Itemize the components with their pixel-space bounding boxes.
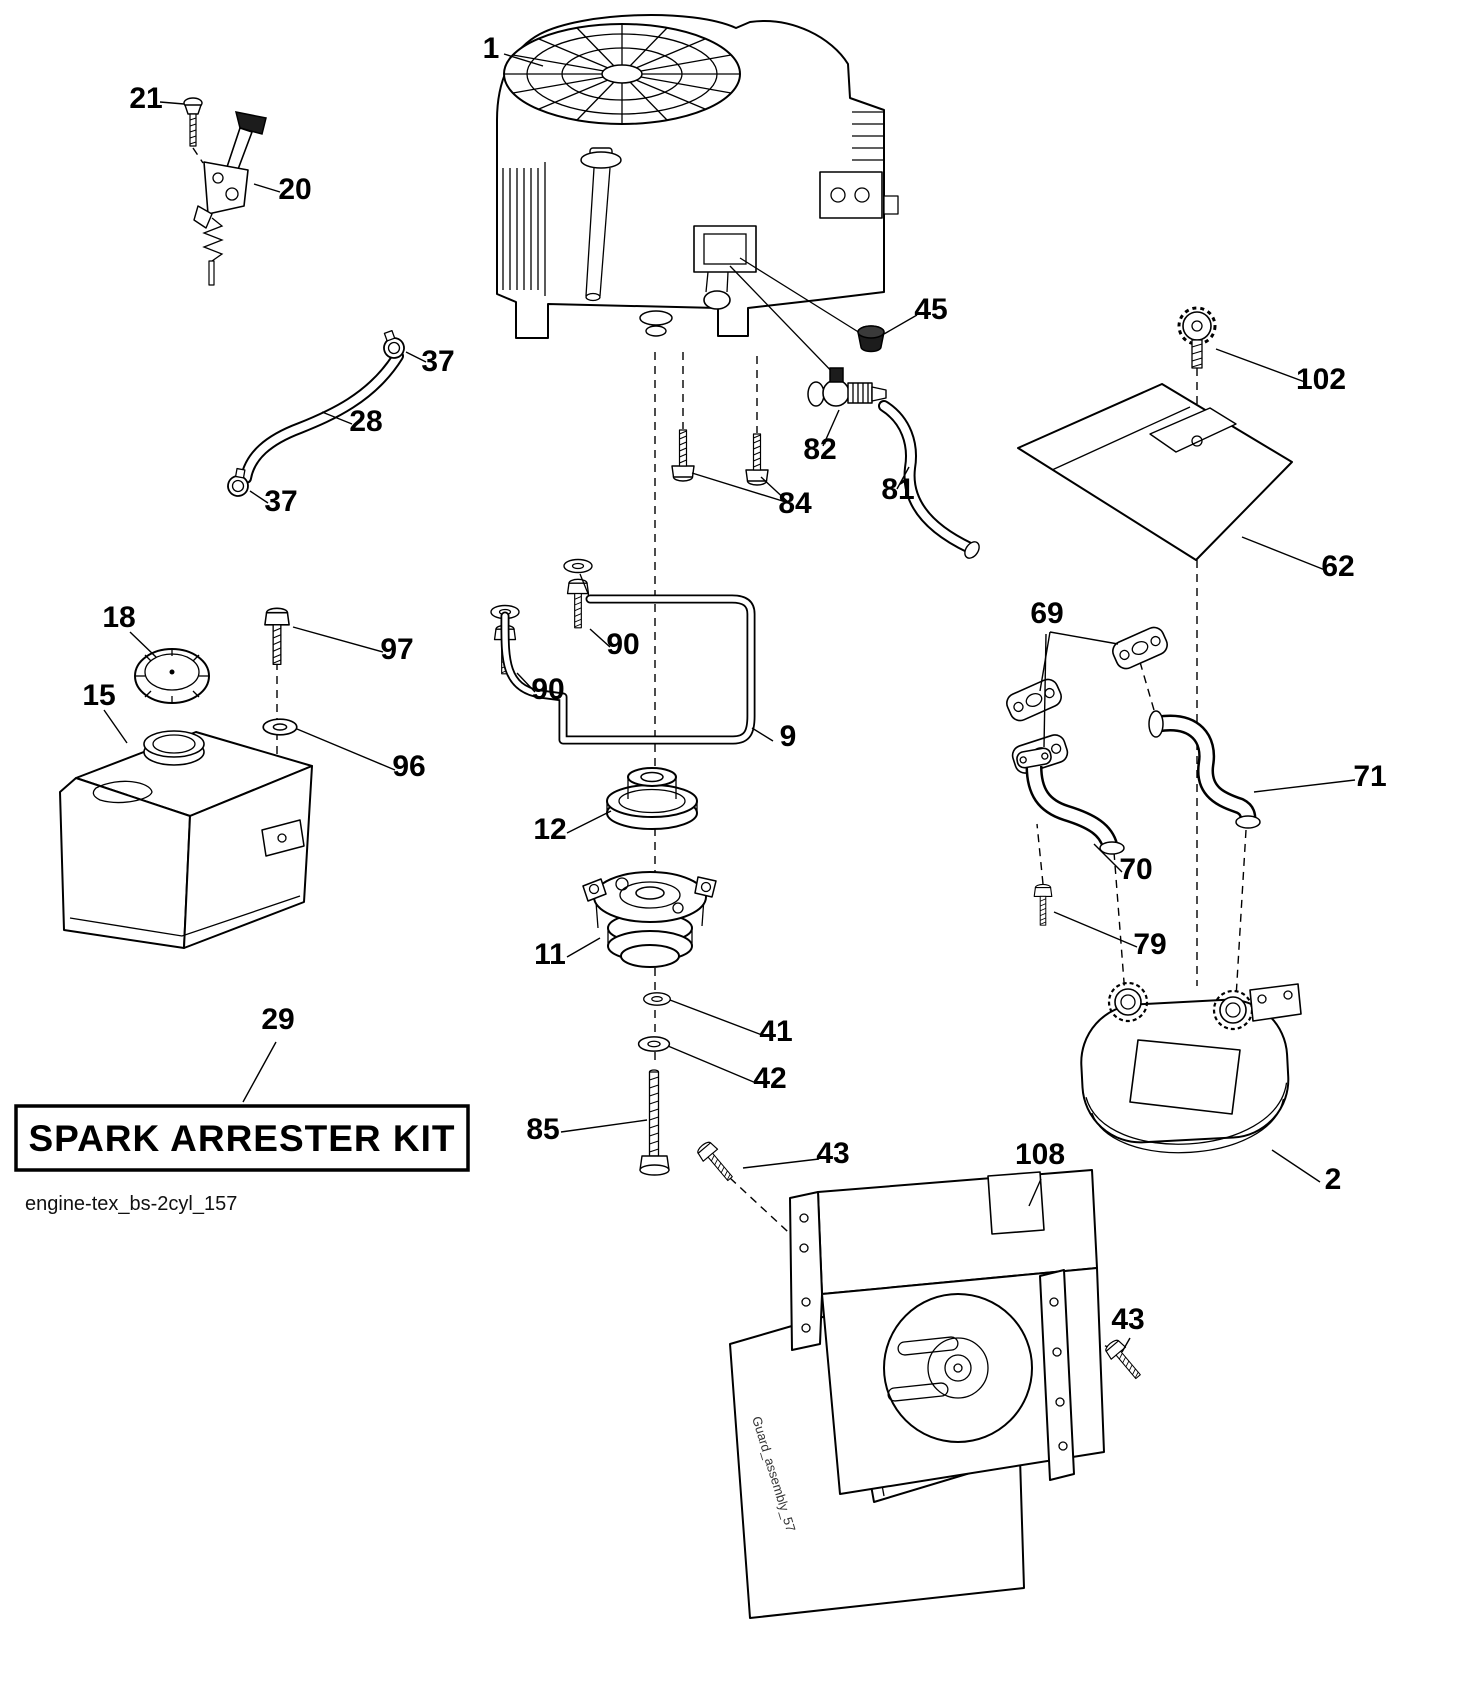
part-throttle-control bbox=[193, 111, 267, 286]
part-fuel-hose bbox=[225, 327, 408, 499]
part-spacer-pulley bbox=[606, 767, 698, 830]
part-shield-knob bbox=[1177, 306, 1217, 369]
callout-layer: 1 21 20 37 28 37 45 82 81 84 102 62 18 97 15 96 90 90 9 12 1… bbox=[82, 32, 1386, 1336]
part-heat-shield bbox=[1017, 383, 1293, 561]
gasket-top bbox=[1108, 623, 1172, 673]
callout-2: 2 bbox=[1325, 1163, 1342, 1196]
muffler-inlet-left bbox=[1107, 981, 1149, 1023]
bolt-84-left bbox=[671, 429, 695, 482]
callout-90: 90 bbox=[531, 673, 564, 706]
part-engine bbox=[496, 14, 899, 380]
callout-43: 43 bbox=[816, 1137, 849, 1170]
callout-15: 15 bbox=[82, 679, 115, 712]
fan-screen bbox=[503, 23, 741, 125]
part-washer-41 bbox=[643, 992, 671, 1006]
callout-90: 90 bbox=[606, 628, 639, 661]
part-bolt-43-left bbox=[694, 1138, 738, 1186]
callout-43: 43 bbox=[1111, 1303, 1144, 1336]
callout-11: 11 bbox=[534, 938, 566, 971]
callout-18: 18 bbox=[102, 601, 135, 634]
engine-right-block bbox=[819, 111, 899, 219]
callout-28: 28 bbox=[349, 405, 382, 438]
callout-79: 79 bbox=[1133, 928, 1166, 961]
diagram-filename: engine-tex_bs-2cyl_157 bbox=[25, 1193, 237, 1215]
callout-84: 84 bbox=[778, 487, 812, 520]
callout-62: 62 bbox=[1321, 550, 1354, 583]
callout-37: 37 bbox=[264, 485, 297, 518]
callout-82: 82 bbox=[803, 433, 836, 466]
part-exhaust-pipe-left bbox=[1016, 747, 1125, 855]
part-drain-hose bbox=[878, 400, 980, 559]
part-exhaust-pipe-right bbox=[1148, 710, 1261, 829]
part-throttle-screw bbox=[183, 97, 203, 147]
callout-97: 97 bbox=[380, 633, 413, 666]
cylinder-fins bbox=[502, 162, 546, 296]
callout-1: 1 bbox=[483, 32, 500, 65]
callout-20: 20 bbox=[278, 173, 311, 206]
part-washer-42 bbox=[637, 1036, 671, 1052]
part-bolt-79 bbox=[1033, 883, 1053, 926]
callout-108: 108 bbox=[1015, 1138, 1065, 1171]
washer-90-right bbox=[563, 558, 593, 574]
part-muffler bbox=[1080, 981, 1302, 1154]
part-fuel-valve bbox=[807, 367, 887, 407]
callout-85: 85 bbox=[526, 1113, 559, 1146]
gasket-middle bbox=[1002, 675, 1066, 725]
callout-37: 37 bbox=[421, 345, 454, 378]
bolt-84-right bbox=[745, 433, 769, 486]
dipstick bbox=[580, 147, 622, 302]
callout-81: 81 bbox=[881, 473, 914, 506]
callout-96: 96 bbox=[392, 750, 425, 783]
part-bolt-43-right bbox=[1102, 1336, 1146, 1384]
part-fuel-cap bbox=[134, 648, 210, 704]
leader-lines bbox=[103, 53, 1356, 1353]
callout-9: 9 bbox=[780, 720, 797, 753]
callout-41: 41 bbox=[759, 1015, 792, 1048]
part-bolt-97 bbox=[264, 607, 290, 666]
callout-12: 12 bbox=[533, 813, 566, 846]
part-washer-96 bbox=[262, 718, 298, 736]
spark-arrester-kit-box bbox=[14, 1104, 470, 1172]
part-bolts-84 bbox=[671, 429, 769, 486]
crankshaft-stub bbox=[639, 310, 673, 337]
part-engine-guard: Guard_assembly_57 bbox=[729, 1169, 1105, 1619]
part-fuel-tank bbox=[59, 730, 313, 949]
carburetor bbox=[693, 225, 757, 310]
callout-45: 45 bbox=[914, 293, 947, 326]
part-bolts-90 bbox=[490, 558, 593, 675]
callout-70: 70 bbox=[1119, 853, 1152, 886]
part-support-bracket bbox=[500, 594, 756, 745]
callout-71: 71 bbox=[1353, 760, 1386, 793]
spark-arrester-kit-label: SPARK ARRESTER KIT bbox=[28, 1118, 455, 1159]
muffler-inlet-right bbox=[1212, 989, 1254, 1031]
part-clutch-bolt bbox=[639, 1069, 670, 1176]
part-clutch bbox=[582, 871, 717, 968]
callout-102: 102 bbox=[1296, 363, 1346, 396]
callout-42: 42 bbox=[753, 1062, 786, 1095]
part-cap-45 bbox=[857, 325, 885, 353]
callout-29: 29 bbox=[261, 1003, 294, 1036]
callout-69: 69 bbox=[1030, 597, 1063, 630]
callout-21: 21 bbox=[129, 82, 162, 115]
